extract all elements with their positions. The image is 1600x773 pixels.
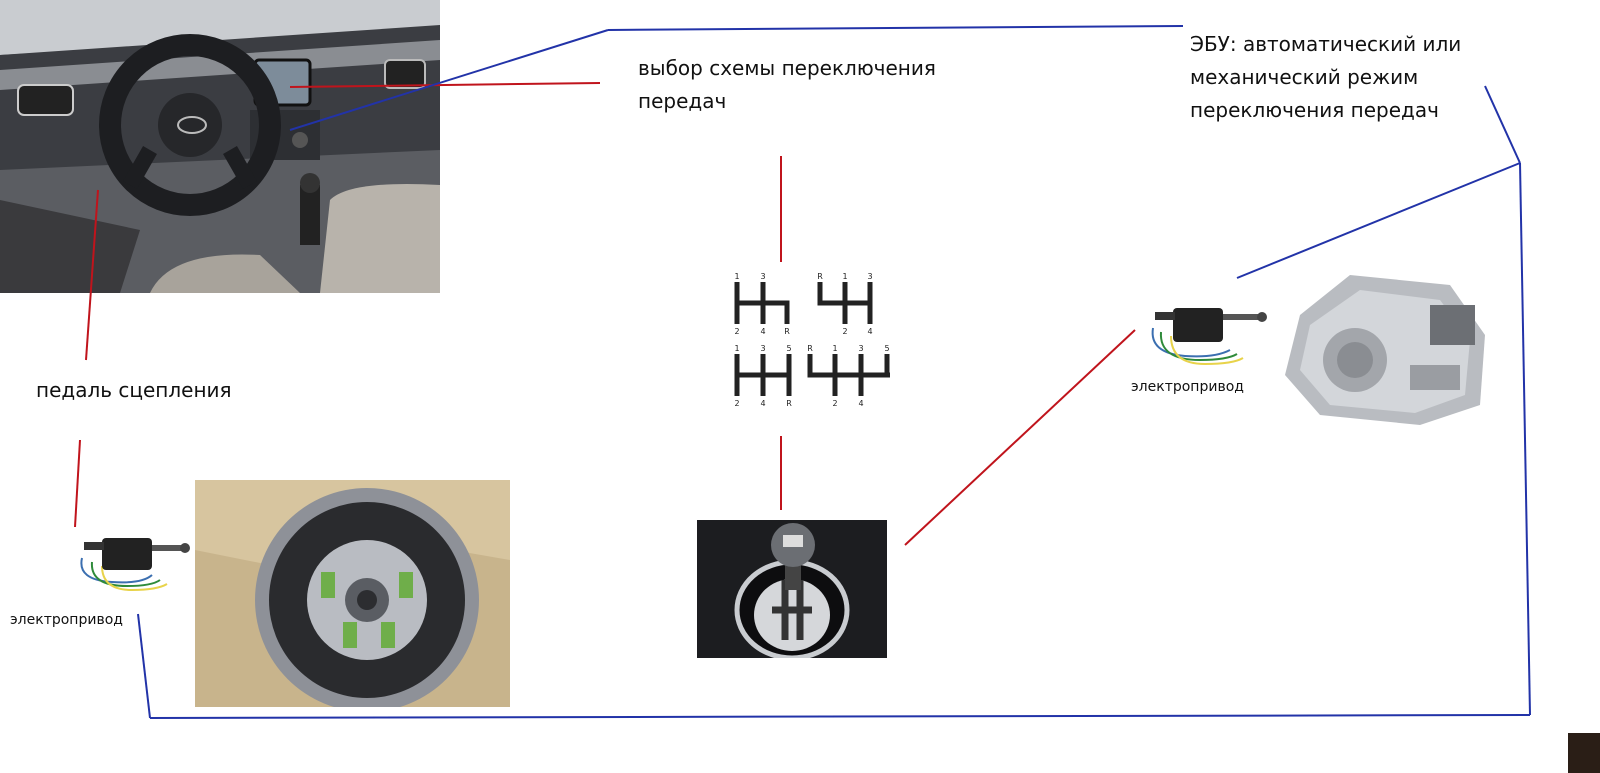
red-connector-pedal <box>85 189 99 361</box>
clutch-disc-photo <box>195 480 510 707</box>
gear-num: R <box>784 327 790 336</box>
gear-num: 1 <box>842 272 847 281</box>
gear-selection-label: выбор схемы переключения передач <box>638 56 936 113</box>
blue-connector-dashboard <box>289 29 609 131</box>
ecu-label: ЭБУ: автоматический или механический реж… <box>1190 32 1462 122</box>
gear-num: 3 <box>760 272 765 281</box>
gear-shift-pattern-icon: 1 3 2 4 R R 1 3 2 4 1 3 5 2 4 R R 1 3 5 … <box>725 272 895 417</box>
corner-thumbnail <box>1568 733 1600 773</box>
gearbox-actuator-label: электропривод <box>1131 379 1244 395</box>
gear-num: 1 <box>734 344 739 353</box>
gear-num: 5 <box>786 344 791 353</box>
actuator-icon-gearbox <box>1145 298 1270 370</box>
blue-connector-top <box>607 25 1184 31</box>
car-interior-photo <box>0 0 440 293</box>
red-connector-dashboard <box>289 82 601 88</box>
gear-lever-photo <box>697 520 887 658</box>
gear-num: 2 <box>734 399 739 408</box>
clutch-pedal-label: педаль сцепления <box>36 378 232 402</box>
gear-num: 4 <box>760 399 765 408</box>
gear-num: 5 <box>884 344 889 353</box>
red-connector-clutch-actuator <box>74 439 81 528</box>
gear-num: R <box>807 344 813 353</box>
blue-connector-left <box>137 613 151 719</box>
clutch-actuator-label: электропривод <box>10 612 123 628</box>
gear-num: R <box>786 399 792 408</box>
gear-num: 1 <box>734 272 739 281</box>
gear-num: 3 <box>867 272 872 281</box>
blue-connector-bottom <box>149 714 1531 719</box>
blue-connector-ecu <box>1484 85 1521 164</box>
gear-num: 4 <box>760 327 765 336</box>
gear-num: 1 <box>832 344 837 353</box>
gear-num: 2 <box>734 327 739 336</box>
gear-num: 3 <box>858 344 863 353</box>
gear-num: 4 <box>858 399 863 408</box>
blue-connector-right <box>1519 162 1531 716</box>
gear-num: R <box>817 272 823 281</box>
red-connector-lever-actuator <box>904 329 1136 546</box>
gear-num: 2 <box>832 399 837 408</box>
gear-num: 2 <box>842 327 847 336</box>
gear-num: 3 <box>760 344 765 353</box>
actuator-icon-clutch <box>72 520 192 600</box>
blue-connector-gearbox <box>1236 162 1521 279</box>
gear-num: 4 <box>867 327 872 336</box>
gearbox-photo <box>1280 265 1490 430</box>
